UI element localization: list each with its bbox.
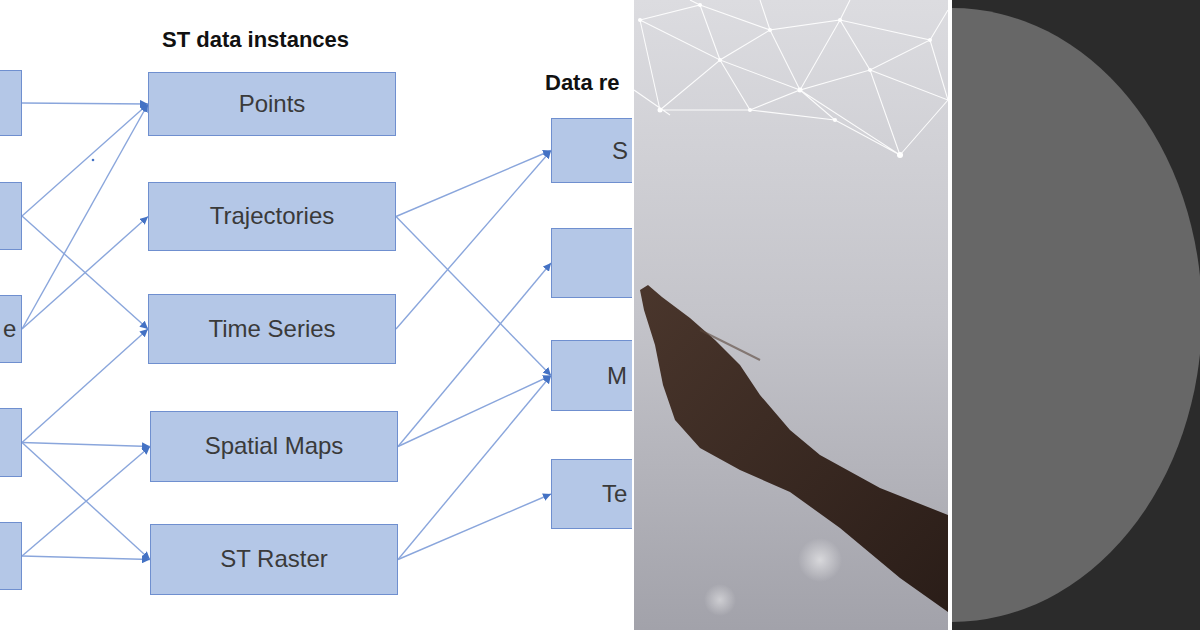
arrow-connector <box>22 216 148 329</box>
arrow-connector <box>22 104 148 329</box>
hand-photo <box>634 0 948 630</box>
arrow-connector <box>22 556 150 560</box>
box-label: M <box>607 362 627 388</box>
process-box: Points <box>148 72 396 136</box>
process-box: S <box>551 118 632 183</box>
arrow-connector <box>22 329 148 443</box>
arrow-connector <box>398 376 551 447</box>
process-box <box>0 182 22 250</box>
column-heading: ST data instances <box>162 27 349 53</box>
process-box: Te <box>551 459 632 529</box>
arrow-connector <box>22 217 148 330</box>
process-box <box>0 70 22 136</box>
process-box: Spatial Maps <box>150 411 398 482</box>
process-box <box>0 522 22 590</box>
box-label: e <box>3 316 16 342</box>
arrow-connector <box>22 447 150 557</box>
process-box: Trajectories <box>148 182 396 251</box>
box-label: Points <box>239 91 306 117</box>
arrow-connector <box>396 151 551 217</box>
box-label: Trajectories <box>210 203 334 229</box>
box-label: Te <box>602 481 627 507</box>
stray-dot <box>92 159 95 162</box>
arrow-connector <box>22 103 148 104</box>
process-box <box>551 228 632 298</box>
circle-panel <box>952 0 1200 630</box>
process-box: M <box>551 340 632 411</box>
box-label: Spatial Maps <box>205 433 344 459</box>
process-box: Time Series <box>148 294 396 364</box>
process-box: e <box>0 295 22 363</box>
diagram-panel: e PointsTrajectoriesTime SeriesSpatial Ma… <box>0 0 632 630</box>
arrow-connector <box>22 443 150 447</box>
box-label: ST Raster <box>220 546 328 572</box>
box-label: Time Series <box>208 316 335 342</box>
arrow-connector <box>22 104 148 216</box>
process-box <box>0 408 22 477</box>
arrow-connector <box>22 443 150 560</box>
arrow-connector <box>396 151 551 330</box>
arrow-connector <box>398 376 551 560</box>
arrow-connector <box>398 494 551 560</box>
process-box: ST Raster <box>150 524 398 595</box>
column-heading: Data re <box>545 70 620 96</box>
box-label: S <box>612 137 628 163</box>
arrow-connector <box>398 263 551 447</box>
